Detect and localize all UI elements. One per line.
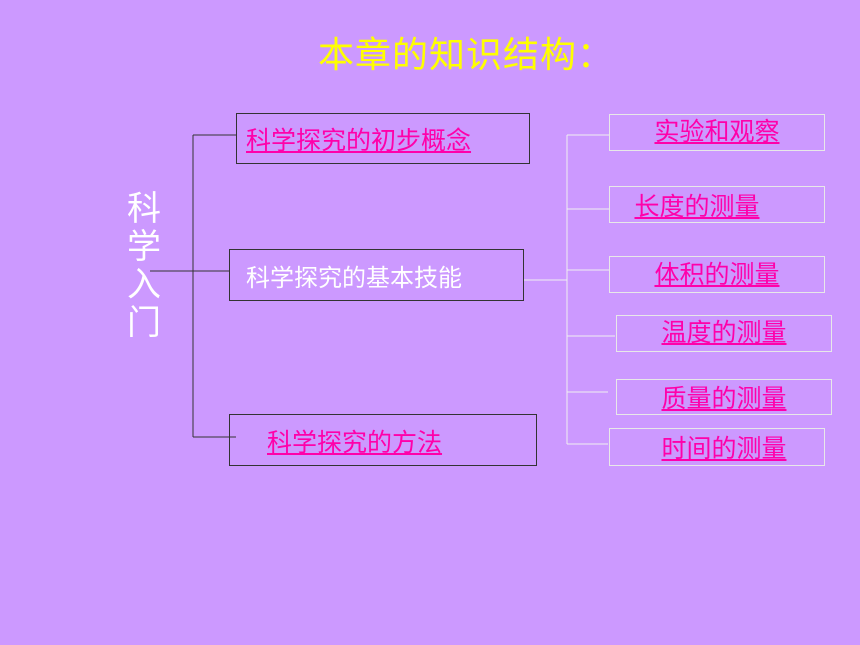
branch-box-methods: 科学探究的方法	[229, 414, 537, 466]
skill-box: 体积的测量	[609, 256, 825, 293]
root-char: 入	[127, 265, 161, 305]
branch-box-concepts: 科学探究的初步概念	[236, 113, 530, 164]
branch-link-concepts[interactable]: 科学探究的初步概念	[246, 125, 472, 155]
branch-box-skills: 科学探究的基本技能	[229, 249, 524, 301]
skill-box: 长度的测量	[609, 186, 825, 223]
root-label: 科 学 入 门	[124, 190, 164, 342]
skill-box: 温度的测量	[616, 315, 832, 352]
branch-link-methods[interactable]: 科学探究的方法	[267, 428, 443, 457]
skill-link-temperature[interactable]: 温度的测量	[661, 317, 787, 347]
skill-link-time[interactable]: 时间的测量	[661, 434, 787, 463]
root-char: 门	[127, 303, 161, 343]
skill-link-length[interactable]: 长度的测量	[634, 192, 760, 221]
skill-box: 时间的测量	[609, 428, 825, 466]
slide-title: 本章的知识结构：	[318, 35, 615, 76]
skill-link-mass[interactable]: 质量的测量	[661, 384, 787, 413]
root-char: 学	[127, 227, 161, 267]
root-char: 科	[127, 189, 161, 229]
skill-box: 实验和观察	[609, 114, 825, 151]
skill-link-volume[interactable]: 体积的测量	[654, 259, 780, 289]
skill-box: 质量的测量	[616, 379, 832, 415]
skill-link-experiment-observation[interactable]: 实验和观察	[654, 117, 780, 146]
branch-label-skills: 科学探究的基本技能	[246, 263, 462, 292]
